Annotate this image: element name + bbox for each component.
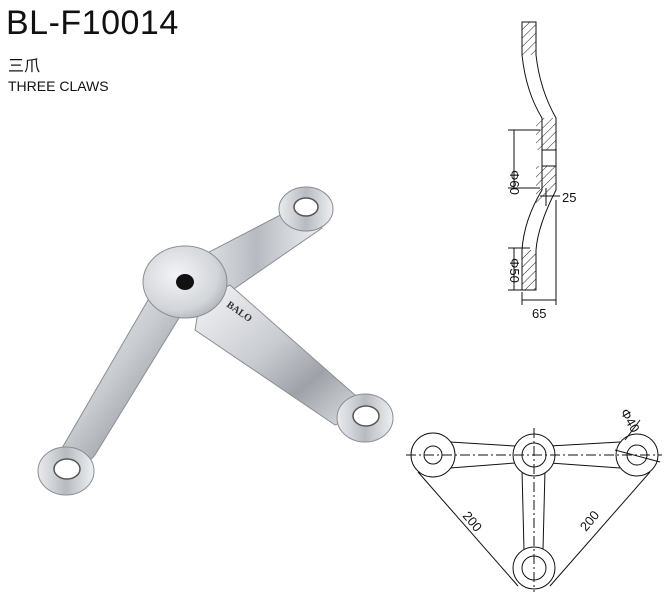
product-name-en: THREE CLAWS: [8, 78, 109, 94]
side-dim-depth: 65: [532, 306, 546, 321]
side-dim-hole-bottom: Φ50: [507, 258, 522, 283]
product-name-cn: 三爪: [8, 56, 41, 75]
side-dim-thickness: 25: [562, 190, 576, 205]
three-claws-fitting-image: BALO: [37, 186, 394, 496]
top-dim-span-left: 200: [460, 508, 485, 534]
top-dim-span-right: 200: [577, 508, 602, 534]
side-dim-hole-top: Φ60: [507, 170, 522, 195]
top-view-drawing: [406, 419, 662, 592]
product-model: BL-F10014: [6, 4, 179, 42]
side-view-drawing: [508, 21, 560, 305]
top-dim-hole: Φ40: [617, 406, 642, 435]
